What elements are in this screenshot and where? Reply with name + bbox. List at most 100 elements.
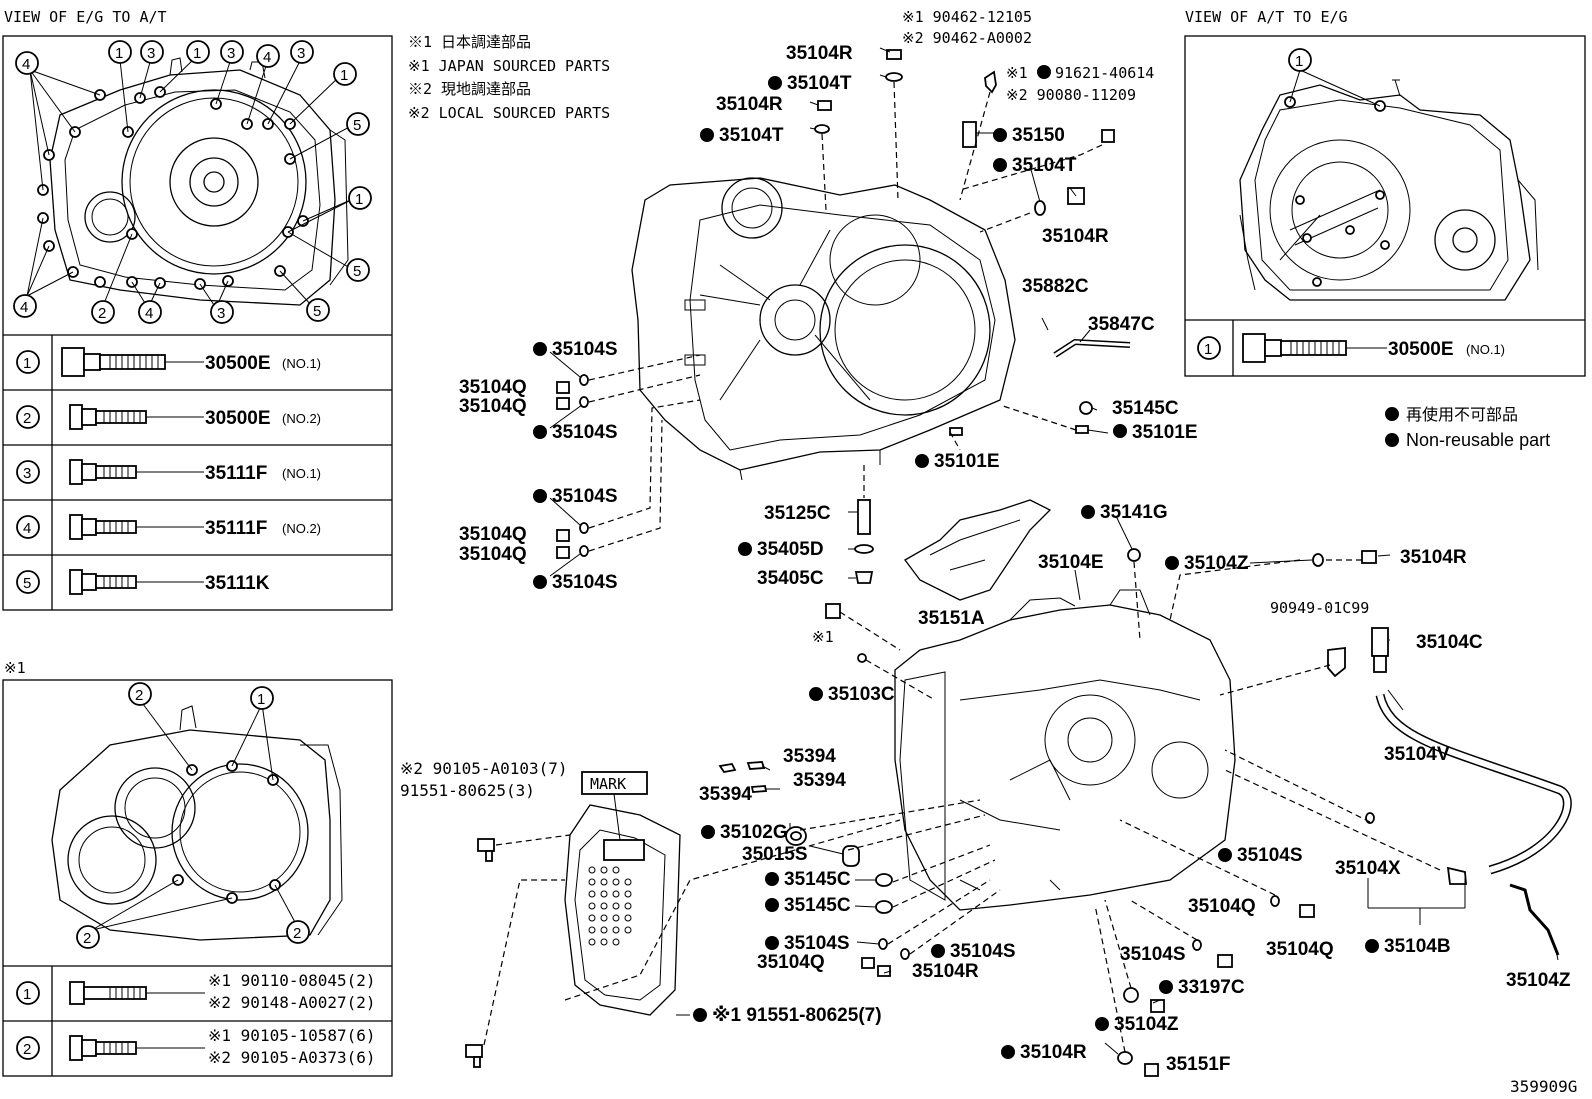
bottom-view-callouts: 2 1 2 2 xyxy=(76,682,310,949)
label-35151A: 35151A xyxy=(918,608,985,629)
svg-text:1: 1 xyxy=(23,986,31,1003)
svg-text:4: 4 xyxy=(263,49,271,66)
label-35104Q-g: 35104Q xyxy=(757,952,825,973)
label-35125C: 35125C xyxy=(764,503,831,524)
nr-dot-35103C xyxy=(809,687,823,701)
label-90105-A0103-7: 91551-80625(3) xyxy=(400,781,535,800)
label-35104B: 35104B xyxy=(1384,936,1451,957)
pipe-35847C xyxy=(1053,338,1131,358)
svg-text:35111F: 35111F xyxy=(205,518,267,539)
label-35104Q-f: 35104Q xyxy=(1266,939,1334,960)
label-90949-01C99: 90949-01C99 xyxy=(1270,599,1369,617)
svg-text:(NO.2): (NO.2) xyxy=(282,521,321,536)
svg-text:1: 1 xyxy=(257,691,265,708)
nr-dot-35104S-b xyxy=(533,425,547,439)
label-35104S-a: 35104S xyxy=(552,339,618,360)
label-35104Q-a: 35104Q xyxy=(459,377,527,398)
small-parts xyxy=(465,49,1560,1077)
nr-dot-35104S-g xyxy=(931,944,945,958)
svg-text:2: 2 xyxy=(293,925,301,942)
bolt-table-right: 1 30500E (NO.1) xyxy=(1197,333,1505,363)
svg-text:2: 2 xyxy=(83,930,91,947)
bottom-bolt-row-1: 1 ※1 90110-08045(2) ※2 90148-A0027(2) xyxy=(16,971,376,1012)
label-35104Z-c: 35104R xyxy=(1020,1042,1087,1063)
svg-text:※2 90148-A0027(2): ※2 90148-A0027(2) xyxy=(208,993,376,1012)
svg-text:30500E: 30500E xyxy=(205,353,271,374)
legend-jp: 再使用不可部品 xyxy=(1406,405,1518,424)
nr-dot-35145C-c xyxy=(765,898,779,912)
svg-text:※2 90105-A0373(6): ※2 90105-A0373(6) xyxy=(208,1048,376,1067)
label-35104T-a: 35104T xyxy=(787,73,852,94)
label-90462-A0002: ※2 90462-A0002 xyxy=(902,29,1032,47)
nr-dot-35104Z-c xyxy=(1001,1045,1015,1059)
right-view-header: VIEW OF A/T TO E/G xyxy=(1185,8,1348,26)
label-mark-bolt: ※1 xyxy=(812,628,834,646)
figure-id: 359909G xyxy=(1510,1077,1577,1096)
bolt-table-bottom: 1 ※1 90110-08045(2) ※2 90148-A0027(2) 2 … xyxy=(16,971,376,1067)
label-90462-12105: ※1 90462-12105 xyxy=(902,8,1032,26)
left-bottom-panel: 2 1 2 2 1 ※1 90110-08045(2) ※2 90148-A00… xyxy=(2,679,393,1077)
bolt-row-5: 5 35111K xyxy=(16,569,270,595)
label-35394-c: 35394 xyxy=(793,770,846,791)
svg-text:5: 5 xyxy=(353,117,361,134)
label-35394-b: 35394 xyxy=(699,784,752,805)
label-35104Z-a: 35104Z xyxy=(1184,553,1249,574)
svg-text:1: 1 xyxy=(355,191,363,208)
bolt-row-4: 4 35111F (NO.2) xyxy=(16,514,321,540)
svg-text:3: 3 xyxy=(23,465,31,482)
nr-dot-35104T-a xyxy=(768,76,782,90)
svg-text:1: 1 xyxy=(115,45,123,62)
right-view-callout-1 xyxy=(1288,48,1312,72)
nr-dot-35104S-a xyxy=(533,342,547,356)
nr-dot-35104S-e xyxy=(1218,848,1232,862)
bolt-table-left: 1 30500E (NO.1) 2 30500E (NO.2) 3 xyxy=(16,347,321,595)
svg-text:(NO.1): (NO.1) xyxy=(282,466,321,481)
svg-text:4: 4 xyxy=(145,305,153,322)
hose-35104V xyxy=(1375,693,1572,875)
svg-text:※1 90105-10587(6): ※1 90105-10587(6) xyxy=(208,1026,376,1045)
note-jp2: ※2 現地調達部品 xyxy=(408,80,531,98)
svg-text:2: 2 xyxy=(135,687,143,704)
label-35104Q-b: 35104Q xyxy=(459,396,527,417)
label-35104R-c: 35104R xyxy=(1042,226,1109,247)
label-35104R-a: 35104R xyxy=(786,43,853,64)
label-35104E: 35104E xyxy=(1038,552,1104,573)
label-35104S-b: 35104S xyxy=(552,422,618,443)
nr-dot-35405D xyxy=(738,542,752,556)
oil-pan-35151F: MARK xyxy=(564,771,681,1016)
nr-dot-35104S-f xyxy=(765,936,779,950)
label-35145C-a: 35145C xyxy=(1112,398,1179,419)
label-35104T-c: 35104T xyxy=(1012,155,1077,176)
label-35104C: 35104C xyxy=(1416,632,1483,653)
mark-label: MARK xyxy=(590,775,626,793)
svg-text:3: 3 xyxy=(297,45,305,62)
svg-text:1: 1 xyxy=(23,355,31,372)
note-en2: ※2 LOCAL SOURCED PARTS xyxy=(408,104,610,122)
label-35104Z-b: 35104Z xyxy=(1114,1014,1179,1035)
label-35141G: 35141G xyxy=(1100,502,1168,523)
label-35101E-a: 35101E xyxy=(1132,422,1198,443)
transaxle-case xyxy=(894,589,1236,911)
svg-text:(NO.1): (NO.1) xyxy=(1466,342,1505,357)
housing-rear-view xyxy=(51,705,343,941)
bolt-row-3: 3 35111F (NO.1) xyxy=(16,459,321,485)
nr-dot-35104S-h xyxy=(1159,980,1173,994)
svg-text:2: 2 xyxy=(23,1041,31,1058)
valve-cover-35151A xyxy=(904,499,1052,601)
svg-text:※1 90110-08045(2): ※1 90110-08045(2) xyxy=(208,971,376,990)
dashed-leaders xyxy=(483,81,1441,1053)
label-35104S-h: 33197C xyxy=(1178,977,1245,998)
left-view-leaders xyxy=(26,54,356,309)
svg-text:4: 4 xyxy=(20,299,28,316)
label-35394-a: 35394 xyxy=(783,746,836,767)
svg-text:2: 2 xyxy=(23,410,31,427)
label-35882C: 35882C xyxy=(1022,276,1089,297)
label-90080-11209: ※2 90080-11209 xyxy=(1006,86,1136,104)
label-35151F: ※1 91551-80625(7) xyxy=(712,1005,882,1026)
right-view-panel: 1 1 30500E (NO.1) xyxy=(1184,35,1586,377)
label-35102G: 35102G xyxy=(720,822,788,843)
label-35104R-f: 35151F xyxy=(1166,1054,1230,1075)
label-35847C: 35847C xyxy=(1088,314,1155,335)
svg-text:1: 1 xyxy=(1295,53,1303,70)
